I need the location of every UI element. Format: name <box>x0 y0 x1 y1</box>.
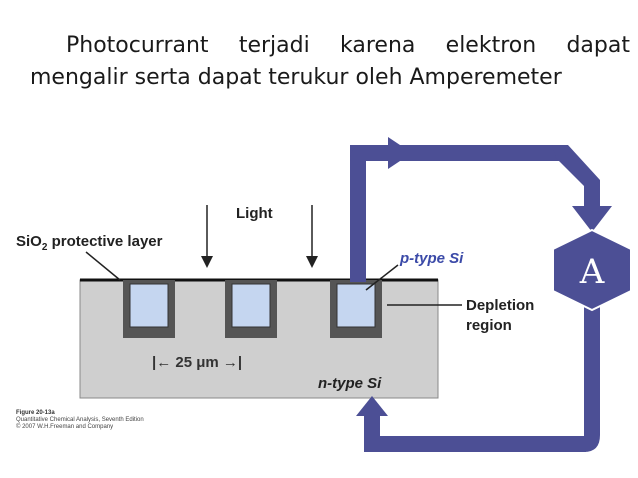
figure-credit-line-3: © 2007 W.H.Freeman and Company <box>16 423 113 430</box>
p-type-label: p-type Si <box>399 250 464 267</box>
current-arrow-right <box>388 137 412 169</box>
sio2-label: SiO2 protective layer <box>16 233 163 253</box>
ammeter <box>552 228 632 312</box>
sio2-pointer-line <box>85 251 121 281</box>
p-type-well-1 <box>123 280 175 338</box>
caption: Photocurrant terjadi karena elektron dap… <box>30 30 630 94</box>
figure-credit-line-2: Quantitative Chemical Analysis, Seventh … <box>16 417 144 423</box>
current-arrow-up <box>356 396 388 416</box>
p-type-well-3 <box>330 280 382 338</box>
figure-credit-line-1: Figure 20-13a <box>16 410 55 416</box>
caption-line-2: mengalir serta dapat terukur oleh Ampere… <box>30 65 562 90</box>
caption-line-1: Photocurrant terjadi karena elektron dap… <box>66 33 630 58</box>
light-label: Light <box>236 205 273 222</box>
p-type-well-2 <box>225 280 277 338</box>
current-arrow-down <box>572 206 612 232</box>
depletion-label-line2: region <box>466 317 512 334</box>
dimension-label: |← 25 μm →| <box>152 354 242 371</box>
depletion-label-line1: Depletion <box>466 297 534 314</box>
n-type-label: n-type Si <box>318 375 382 392</box>
p-type-pointer-line <box>365 264 399 291</box>
ammeter-label: A <box>579 252 605 292</box>
